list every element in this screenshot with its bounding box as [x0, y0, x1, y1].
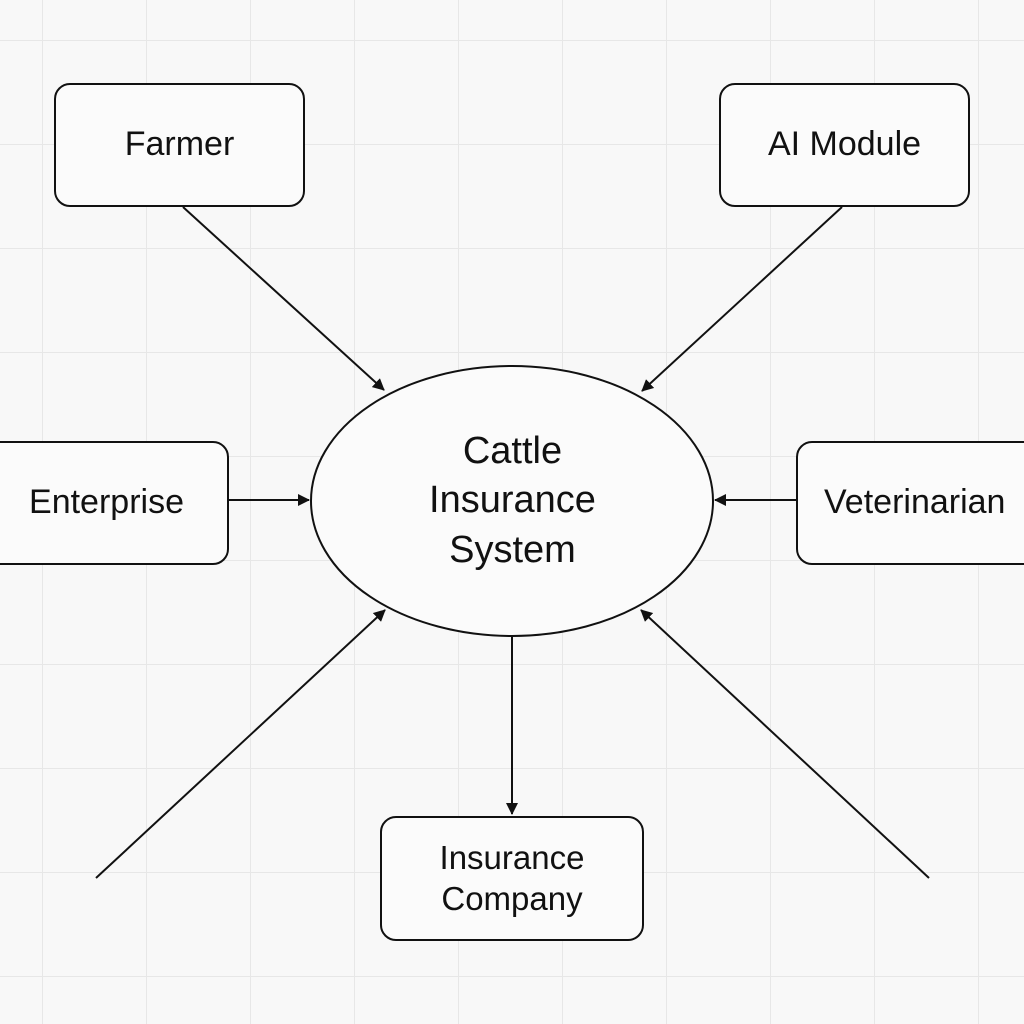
enterprise-label: Enterprise — [29, 483, 184, 522]
insurance-company-node[interactable]: Insurance Company — [380, 816, 644, 941]
edge-ai-module-to-system — [641, 206, 843, 392]
edge-lower-right-to-system — [640, 609, 930, 879]
insurance-company-label-line-2: Company — [441, 879, 583, 917]
enterprise-node[interactable]: Enterprise — [0, 441, 229, 565]
ai-module-node[interactable]: AI Module — [719, 83, 970, 207]
farmer-node[interactable]: Farmer — [54, 83, 305, 207]
veterinarian-node[interactable]: Veterinarian — [796, 441, 1024, 565]
insurance-company-label-line-1: Insurance — [439, 839, 585, 877]
edge-farmer-to-system — [182, 206, 385, 391]
cattle-insurance-system-ellipse[interactable] — [310, 365, 714, 637]
edge-lower-left-to-system — [95, 609, 386, 879]
ai-module-label: AI Module — [767, 125, 922, 164]
veterinarian-label: Veterinarian — [824, 483, 1006, 522]
farmer-label: Farmer — [124, 125, 235, 164]
